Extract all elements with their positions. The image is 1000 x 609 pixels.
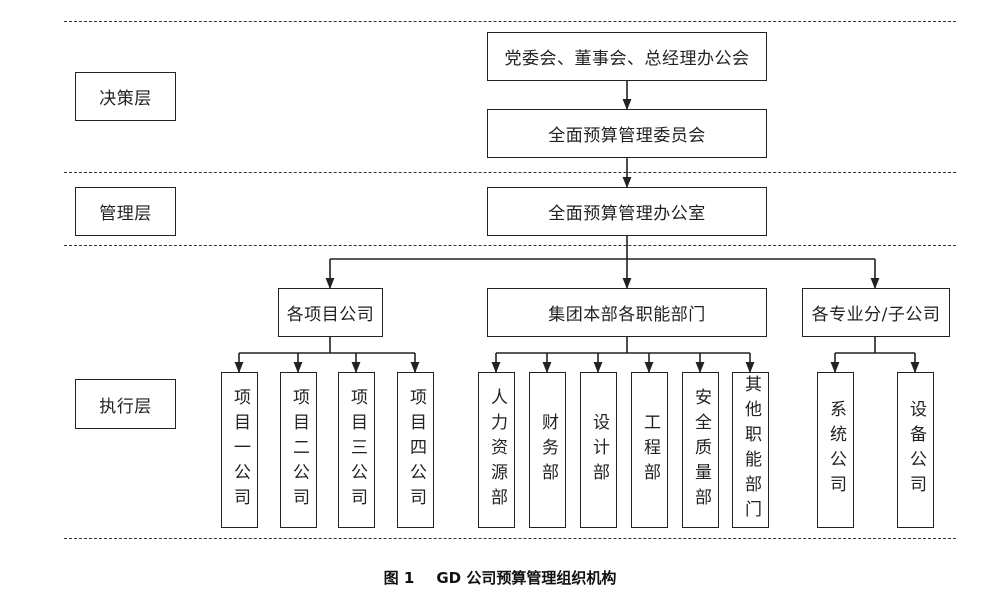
leaf-label: 项目三公司 (347, 387, 367, 513)
leaf-label: 系统公司 (826, 400, 846, 500)
leaf-project-company-2: 项目二公司 (280, 372, 317, 528)
leaf-label: 设计部 (589, 412, 609, 488)
node-budget-office: 全面预算管理办公室 (487, 187, 767, 236)
leaf-label: 设备公司 (906, 400, 926, 500)
leaf-equipment-company: 设备公司 (897, 372, 934, 528)
figure-caption: 图 1 GD 公司预算管理组织机构 (0, 567, 1000, 588)
layer-label-decision: 决策层 (75, 72, 176, 121)
leaf-project-company-4: 项目四公司 (397, 372, 434, 528)
leaf-engineering-department: 工程部 (631, 372, 668, 528)
node-hq-departments: 集团本部各职能部门 (487, 288, 767, 337)
leaf-label: 其他职能部门 (741, 375, 761, 525)
node-budget-committee: 全面预算管理委员会 (487, 109, 767, 158)
leaf-safety-quality-department: 安全质量部 (682, 372, 719, 528)
node-specialized-companies: 各专业分/子公司 (802, 288, 950, 337)
layer-label-management: 管理层 (75, 187, 176, 236)
node-project-companies: 各项目公司 (278, 288, 383, 337)
leaf-systems-company: 系统公司 (817, 372, 854, 528)
leaf-label: 项目四公司 (406, 387, 426, 513)
separator-top (64, 21, 956, 22)
leaf-label: 项目一公司 (230, 387, 250, 513)
figure-label: 图 1 (383, 569, 415, 587)
leaf-label: 财务部 (538, 412, 558, 488)
leaf-label: 人力资源部 (487, 387, 507, 513)
leaf-project-company-3: 项目三公司 (338, 372, 375, 528)
separator-decision-management (64, 172, 956, 173)
leaf-label: 安全质量部 (691, 387, 711, 513)
separator-management-execution (64, 245, 956, 246)
leaf-design-department: 设计部 (580, 372, 617, 528)
leaf-project-company-1: 项目一公司 (221, 372, 258, 528)
separator-bottom (64, 538, 956, 539)
leaf-label: 项目二公司 (289, 387, 309, 513)
leaf-finance-department: 财务部 (529, 372, 566, 528)
leaf-other-departments: 其他职能部门 (732, 372, 769, 528)
leaf-label: 工程部 (640, 412, 660, 488)
figure-title: GD 公司预算管理组织机构 (436, 569, 617, 587)
layer-label-execution: 执行层 (75, 379, 176, 429)
node-party-board: 党委会、董事会、总经理办公会 (487, 32, 767, 81)
leaf-hr-department: 人力资源部 (478, 372, 515, 528)
